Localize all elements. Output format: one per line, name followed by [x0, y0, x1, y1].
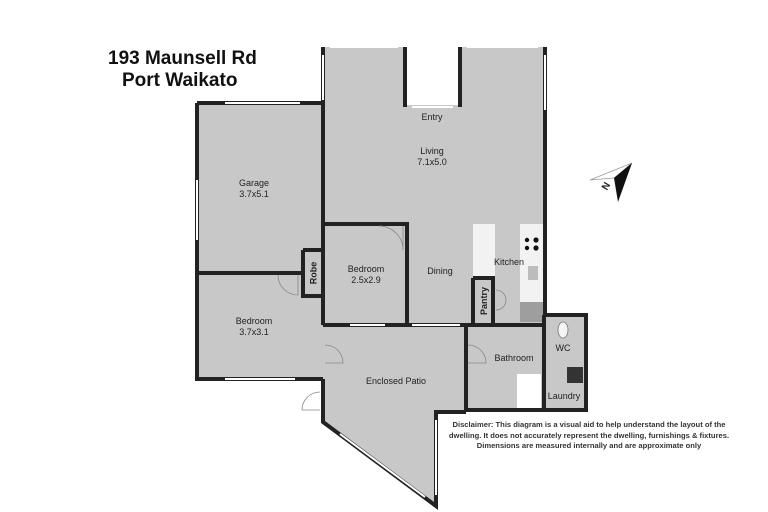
room-laundry: Laundry — [547, 391, 581, 401]
room-enclosed-patio: Enclosed Patio — [365, 376, 427, 386]
walls — [195, 47, 588, 510]
address-street: 193 Maunsell Rd — [108, 48, 257, 69]
entry-left-wing — [323, 47, 405, 107]
cooktop-burner — [524, 245, 530, 251]
room-dining: Dining — [427, 266, 453, 276]
entry-right-wing — [460, 47, 545, 107]
laundry-tub — [567, 367, 583, 383]
disclaimer-text: Disclaimer: This diagram is a visual aid… — [448, 420, 730, 450]
fridge-space — [520, 302, 544, 322]
room-robe: Robe — [308, 261, 319, 285]
room-entry: Entry — [421, 112, 443, 122]
patio-floor — [323, 325, 466, 506]
kitchen-bench — [520, 224, 544, 302]
room-pantry: Pantry — [479, 286, 490, 316]
cooktop-burner — [533, 237, 539, 243]
robe-floor — [303, 250, 323, 296]
room-bathroom: Bathroom — [494, 353, 534, 363]
garage-floor — [197, 103, 323, 273]
doors — [277, 225, 507, 411]
cooktop-burner — [524, 237, 530, 243]
kitchen-sink — [528, 266, 538, 280]
kitchen-island — [473, 224, 495, 276]
room-wc: WC — [555, 343, 571, 353]
cooktop-burner — [533, 245, 539, 251]
shower — [517, 374, 541, 408]
address-suburb: Port Waikato — [122, 70, 238, 91]
windows — [196, 46, 546, 498]
north-arrow-icon — [589, 162, 633, 202]
room-kitchen: Kitchen — [493, 257, 525, 267]
toilet — [557, 321, 569, 339]
property-address: 193 Maunsell Rd Port Waikato — [108, 48, 257, 92]
living-dining-floor — [323, 105, 545, 325]
